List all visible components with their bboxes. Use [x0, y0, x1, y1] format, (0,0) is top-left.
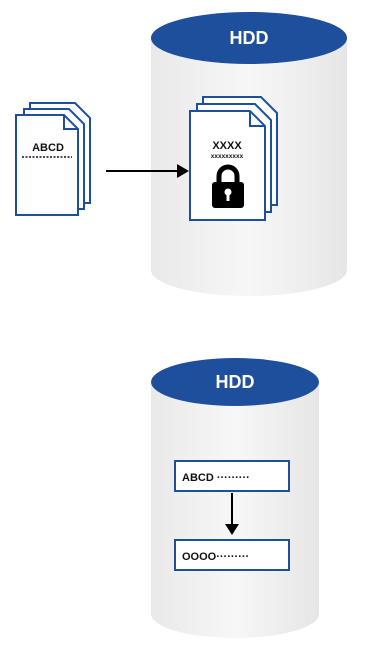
hdd-cylinder-bottom-cap: [151, 358, 319, 406]
arrow-right-icon: [106, 164, 189, 178]
hdd-cylinder-top: [151, 12, 347, 296]
encrypted-doc-text: XXXX: [212, 140, 242, 152]
record-before-text: ABCD ·········: [182, 472, 250, 484]
top-diagram: HDD ABCD XXXX xxxxxxxxx: [15, 12, 347, 296]
record-before-box: [174, 460, 290, 492]
hdd-cylinder-bottom: [151, 358, 319, 638]
source-doc-text: ABCD: [32, 142, 64, 154]
hdd-cylinder-top-cap: [151, 12, 347, 64]
lock-icon: [212, 164, 244, 208]
record-after-text: OOOO·········: [182, 551, 249, 563]
bottom-diagram: HDD ABCD ········· OOOO·········: [151, 358, 319, 638]
record-after-box: [174, 539, 290, 571]
hdd-label-top: HDD: [230, 28, 269, 48]
hdd-label-bottom: HDD: [216, 372, 255, 392]
encrypted-doc-subtext: xxxxxxxxx: [211, 153, 244, 160]
document-stack-icon: [15, 102, 91, 216]
arrow-down-icon: [225, 493, 239, 535]
